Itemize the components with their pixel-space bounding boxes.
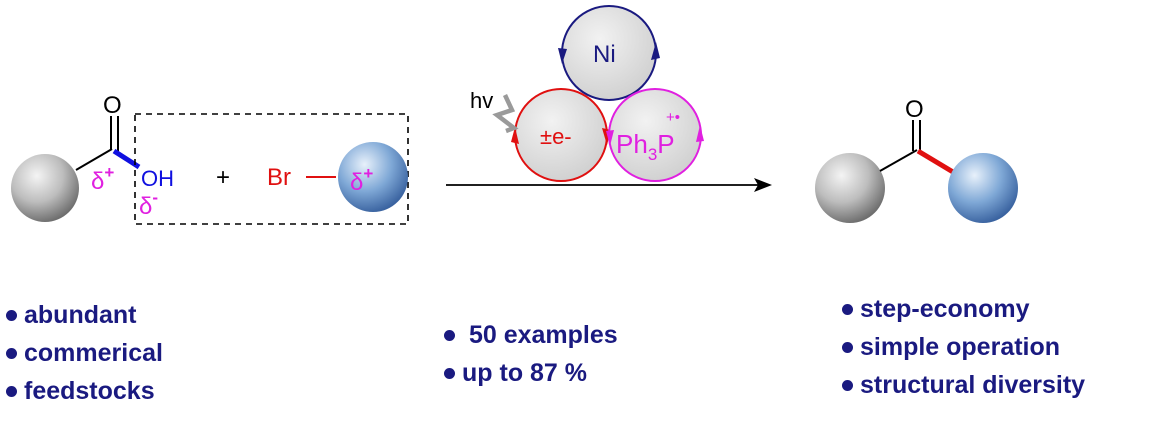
hydroxyl-label: OH (141, 166, 174, 191)
list-item: feedstocks (6, 372, 163, 410)
phosphine-cycle-arrowhead-left (606, 130, 614, 146)
blue-sphere-substituent (338, 142, 408, 212)
product-blue-sphere (948, 153, 1018, 223)
carboxylic-acid: O OH δ+ δ- (11, 92, 174, 222)
method-advantages-list: step-economy simple operation structural… (842, 290, 1085, 404)
scope-summary-list: 50 examples up to 87 % (444, 316, 618, 392)
bromine-label: Br (267, 164, 291, 191)
bullet-icon (444, 330, 455, 341)
aryl-bromide: Br δ+ (267, 142, 408, 212)
dashed-highlight-box (134, 113, 409, 225)
list-item: up to 87 % (444, 354, 618, 392)
bullet-icon (6, 386, 17, 397)
list-item: step-economy (842, 290, 1085, 328)
bullet-icon (6, 348, 17, 359)
list-item: simple operation (842, 328, 1085, 366)
list-item: structural diversity (842, 366, 1085, 404)
reaction-arrow-head (754, 178, 772, 192)
delta-plus-aryl: δ+ (350, 164, 373, 196)
nickel-label: Ni (593, 41, 616, 68)
lightning-icon (492, 94, 519, 134)
plus-sign: + (216, 164, 230, 191)
acid-carbonyl-oxygen: O (103, 92, 122, 119)
delta-plus-carbon: δ+ (91, 163, 114, 195)
new-c-c-bond (916, 148, 955, 175)
bullet-icon (842, 380, 853, 391)
catalytic-cycles: Ni ±e- Ph3P +• hv (470, 5, 704, 182)
bullet-icon (842, 304, 853, 315)
gray-sphere-substituent (11, 154, 79, 222)
product-alkyl-bond (879, 149, 918, 172)
bullet-icon (6, 310, 17, 321)
acid-alkyl-bond (75, 148, 113, 171)
list-item: 50 examples (444, 316, 618, 354)
delta-minus-oxygen: δ- (139, 188, 158, 220)
phosphine-label: Ph3P (616, 129, 675, 164)
radical-cation-label: +• (666, 109, 680, 126)
bullet-icon (842, 342, 853, 353)
photo-cycle-arrowhead-left (511, 127, 519, 144)
list-item: abundant (6, 296, 163, 334)
nickel-cycle-arrowhead-right (651, 42, 660, 60)
product-gray-sphere (815, 153, 885, 223)
electron-transfer-label: ±e- (540, 124, 572, 149)
list-item: commerical (6, 334, 163, 372)
bullet-icon (444, 368, 455, 379)
substrate-features-list: abundant commerical feedstocks (6, 296, 163, 410)
nickel-cycle-arrowhead-left (558, 48, 567, 64)
product-carbonyl-oxygen: O (905, 96, 924, 123)
ketone-product: O (815, 96, 1018, 223)
phosphine-cycle-arrowhead-right (696, 125, 704, 142)
light-label: hv (470, 88, 493, 113)
